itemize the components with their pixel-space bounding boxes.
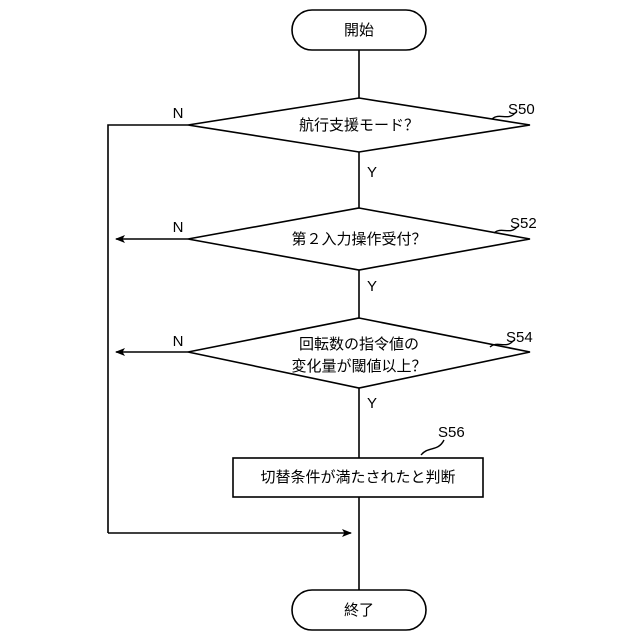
decision1-no-label: N	[173, 105, 184, 122]
start-label: 開始	[344, 22, 374, 39]
node-process1: 切替条件が満たされたと判断 S56	[232, 424, 484, 498]
decision2-no-label: N	[173, 219, 184, 236]
decision3-no-label: N	[173, 333, 184, 350]
decision3-yes-label: Y	[367, 395, 377, 412]
decision1-yes-label: Y	[367, 164, 377, 181]
decision1-step-leader	[491, 111, 517, 120]
node-decision3: 回転数の指令値の 変化量が閾値以上？ N Y S54	[173, 317, 533, 412]
decision2-label: 第２入力操作受付？	[291, 230, 426, 248]
end-label: 終了	[344, 602, 374, 619]
decision3-label-line2: 変化量が閾値以上？	[291, 358, 426, 375]
decision3-step-label: S54	[506, 329, 533, 346]
node-end: 終了	[291, 589, 427, 631]
process1-step-label: S56	[438, 424, 465, 441]
process1-step-leader	[420, 439, 445, 456]
node-start: 開始	[291, 9, 427, 51]
decision1-diamond-shape	[187, 97, 531, 153]
decision2-step-label: S52	[510, 215, 537, 232]
decision1-step-label: S50	[508, 101, 535, 118]
node-decision1: 航行支援モード？ N Y S50	[173, 97, 535, 181]
decision1-label: 航行支援モード？	[299, 117, 419, 134]
start-terminator-shape	[291, 9, 427, 51]
connector-decision1-no-return	[107, 124, 188, 533]
decision3-step-leader	[489, 339, 515, 348]
end-terminator-shape	[291, 589, 427, 631]
decision3-diamond-shape	[187, 317, 531, 389]
process1-box-shape	[232, 457, 484, 498]
decision3-label-line1: 回転数の指令値の	[299, 336, 419, 353]
decision2-yes-label: Y	[367, 278, 377, 295]
decision2-diamond-shape	[187, 207, 531, 271]
decision2-step-leader	[493, 225, 519, 234]
process1-label: 切替条件が満たされたと判断	[260, 469, 455, 486]
node-decision2: 第２入力操作受付？ N Y S52	[173, 207, 537, 295]
